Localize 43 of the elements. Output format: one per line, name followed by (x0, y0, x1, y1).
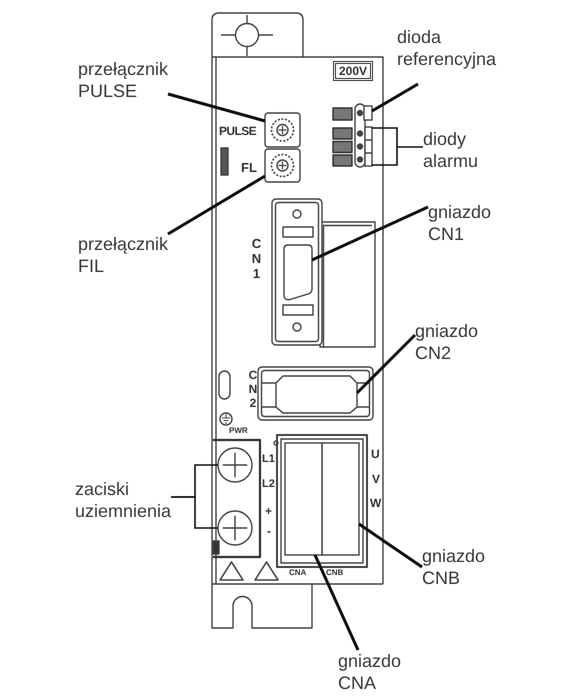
rotary-switch (264, 112, 301, 148)
connector-label: CNA (289, 569, 306, 577)
leader-line (314, 554, 360, 651)
terminal-screw (217, 447, 253, 483)
switch-label: PULSE (219, 125, 256, 137)
switch-label: FL (241, 161, 257, 174)
callout-label: dioda referencyjna (397, 26, 496, 84)
d-sub-socket (283, 244, 313, 300)
rotary-switch (264, 148, 301, 183)
bracket-line (371, 127, 424, 166)
connector-socket (284, 442, 323, 556)
connector-label: CNB (326, 569, 344, 577)
led-indicator-strip (364, 126, 373, 167)
connector-label: CN1 (250, 237, 262, 282)
callout-label: przełącznik FIL (78, 233, 168, 277)
connector-socket (275, 375, 358, 414)
terminal-label: V (372, 473, 380, 485)
connector-label: CN2 (248, 369, 258, 410)
connector-socket (321, 442, 360, 556)
leader-line (371, 82, 419, 112)
callout-label: gniazdo CN1 (428, 201, 492, 245)
callout-label: przełącznik PULSE (78, 58, 168, 102)
terminal-label: W (370, 497, 382, 509)
terminal-label: - (267, 525, 271, 537)
terminal-screw (217, 510, 253, 546)
leader-line (311, 206, 429, 262)
callout-label: gniazdo CNA (338, 650, 402, 694)
callout-label: zaciski uziemnienia (75, 478, 172, 522)
terminal-label: L1 (262, 454, 275, 465)
leader-line (168, 92, 266, 122)
terminal-label: U (371, 448, 380, 460)
indicator-label: PWR (229, 427, 248, 435)
callout-label: diody alarmu (423, 128, 478, 172)
led-indicator (363, 105, 373, 121)
leader-line (358, 522, 423, 568)
leader-line (356, 334, 416, 394)
callout-label: gniazdo CNB (422, 545, 486, 589)
leader-line (167, 174, 266, 236)
terminal-label: L2 (262, 479, 275, 490)
voltage-label: 200V (333, 61, 374, 81)
terminal-label: + (265, 505, 272, 517)
callout-label: gniazdo CN2 (415, 320, 478, 364)
bracket-line (171, 496, 218, 529)
